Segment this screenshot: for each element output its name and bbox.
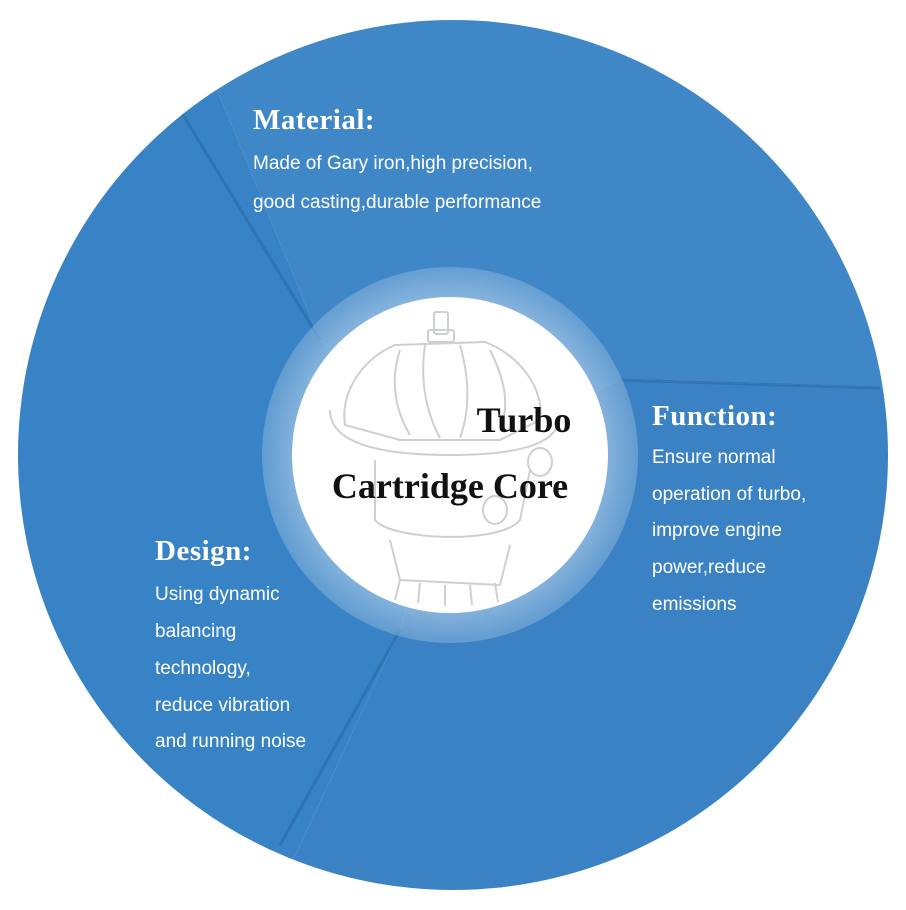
function-text-line: emissions xyxy=(652,594,737,615)
divider-line xyxy=(178,109,322,341)
function-title: Function: xyxy=(652,400,778,432)
function-text-line: improve engine xyxy=(652,520,782,541)
design-text-line: reduce vibration xyxy=(155,695,291,716)
segment-design xyxy=(18,20,453,890)
center-title-line-2: Cartridge Core xyxy=(332,466,568,506)
design-text-line: technology, xyxy=(155,658,251,679)
function-text-line: power,reduce xyxy=(652,557,767,578)
design-text-line: and running noise xyxy=(155,731,307,752)
design-title: Design: xyxy=(155,535,252,567)
divider-line xyxy=(619,378,881,390)
material-text-line: good casting,durable performance xyxy=(253,192,542,213)
function-text-line: operation of turbo, xyxy=(652,484,807,505)
turbo-cartridge-sketch xyxy=(329,311,561,606)
material-title: Material: xyxy=(253,104,376,136)
material-text-line: Made of Gary iron,high precision, xyxy=(253,153,533,174)
design-text-line: Using dynamic xyxy=(155,584,280,605)
function-text-line: Ensure normal xyxy=(652,447,776,468)
center-title-line-1: Turbo xyxy=(477,400,572,440)
divider-line xyxy=(278,629,402,846)
design-text-line: balancing xyxy=(155,621,237,642)
